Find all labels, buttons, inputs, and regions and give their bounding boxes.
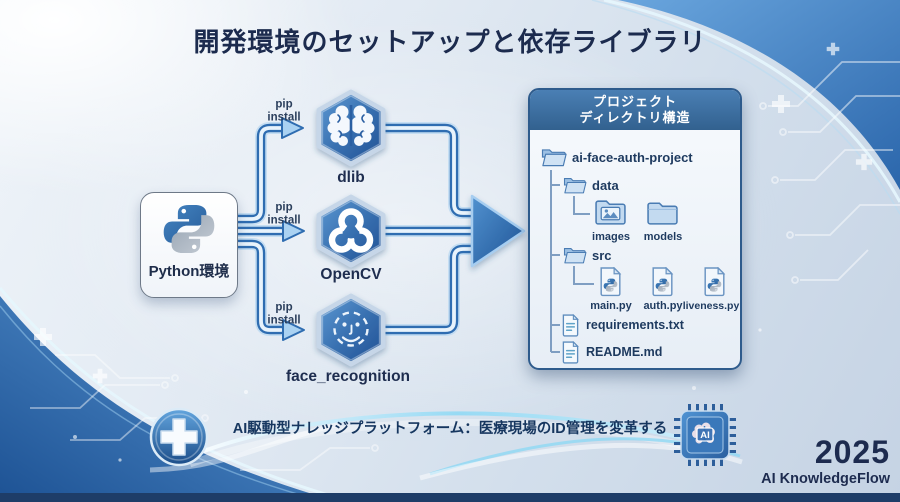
python-logo-icon bbox=[163, 204, 215, 254]
library-label-opencv: OpenCV bbox=[320, 266, 382, 283]
pip-install-label-dlib: pip install bbox=[252, 99, 316, 124]
panel-title-line2: ディレクトリ構造 bbox=[579, 110, 691, 125]
folder-open-icon bbox=[540, 146, 567, 168]
library-label-dlib: dlib bbox=[337, 169, 365, 186]
tree-file-main-py: main.py bbox=[590, 300, 632, 312]
tree-folder-models: models bbox=[643, 231, 683, 243]
pip-label-line2: install bbox=[267, 111, 301, 123]
medical-cross-badge bbox=[147, 405, 211, 474]
footer-brand: AI KnowledgeFlow bbox=[761, 471, 890, 487]
medical-cross-icon bbox=[149, 407, 209, 467]
footer-tagline: AI駆動型ナレッジプラットフォーム：医療現場のID管理を変革する bbox=[232, 421, 668, 437]
panel-header: プロジェクト ディレクトリ構造 bbox=[530, 90, 740, 130]
ai-chip-badge: AI bbox=[672, 400, 738, 475]
pip-install-label-opencv: pip install bbox=[252, 202, 316, 227]
python-env-label: Python環境 bbox=[148, 263, 230, 280]
tree-root-folder: ai-face-auth-project bbox=[572, 150, 693, 165]
tree-file-liveness-py: liveness.py bbox=[682, 300, 740, 312]
library-label-face-recognition: face_recognition bbox=[285, 368, 411, 385]
pip-label-line2: install bbox=[267, 314, 301, 326]
pip-label-line1: pip bbox=[275, 301, 293, 314]
panel-title-line1: プロジェクト bbox=[592, 94, 677, 109]
directory-tree: ai-face-auth-project data images models … bbox=[530, 130, 740, 368]
python-file-icon bbox=[650, 267, 675, 297]
folder-images-icon bbox=[594, 196, 627, 227]
chip-ai-label: AI bbox=[700, 430, 710, 441]
footer-year: 2025 bbox=[814, 434, 890, 470]
folder-closed-icon bbox=[646, 199, 679, 226]
page-title: 開発環境のセットアップと依存ライブラリ bbox=[193, 27, 707, 57]
pip-label-line1: pip bbox=[275, 201, 293, 214]
text-file-icon bbox=[561, 341, 580, 364]
text-file-icon bbox=[561, 314, 580, 337]
python-file-icon bbox=[598, 267, 623, 297]
python-env-node: Python環境 bbox=[140, 192, 238, 298]
tree-folder-images: images bbox=[592, 231, 630, 243]
python-file-icon bbox=[702, 267, 727, 297]
tree-file-requirements: requirements.txt bbox=[586, 318, 684, 332]
folder-open-icon bbox=[562, 175, 587, 195]
ai-chip-icon: AI bbox=[674, 404, 736, 466]
tree-file-auth-py: auth.py bbox=[643, 300, 683, 312]
project-structure-panel: プロジェクト ディレクトリ構造 ai-face-auth-project dat… bbox=[528, 88, 742, 370]
folder-open-icon bbox=[562, 245, 587, 265]
tree-file-readme: README.md bbox=[586, 345, 663, 359]
pip-label-line1: pip bbox=[275, 98, 293, 111]
pip-install-label-face: pip install bbox=[252, 302, 316, 327]
tree-connector-lines bbox=[550, 170, 594, 353]
tree-folder-src: src bbox=[592, 248, 612, 263]
tree-folder-data: data bbox=[592, 178, 619, 193]
pip-label-line2: install bbox=[267, 214, 301, 226]
